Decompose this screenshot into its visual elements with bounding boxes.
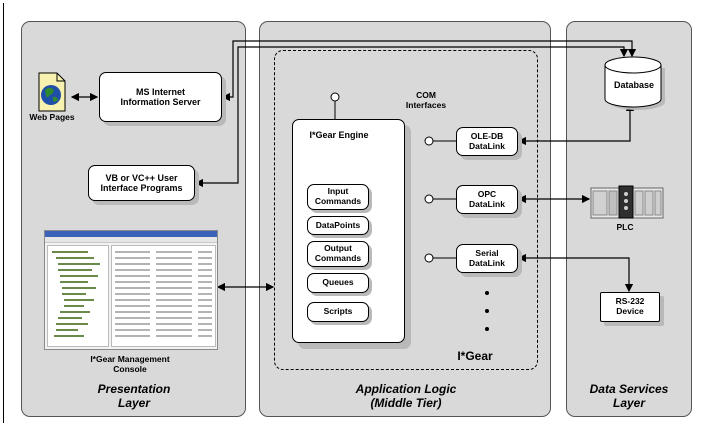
rs232-device-box: RS-232 Device <box>600 292 660 322</box>
oledb-database-arrow <box>517 102 635 146</box>
globe-icon <box>41 85 61 105</box>
database-vb-line <box>194 46 629 188</box>
scripts-box: Scripts <box>307 302 369 322</box>
database-cylinder-icon <box>599 55 671 111</box>
console-label: I*Gear Management Console <box>90 354 170 374</box>
plc-label: PLC <box>616 222 634 232</box>
serial-datalink-box: Serial DataLink <box>456 244 518 273</box>
queues-box: Queues <box>307 273 369 293</box>
web-page-icon <box>37 72 67 112</box>
com-interfaces-label: COM Interfaces <box>405 90 447 110</box>
database-iis-line <box>221 40 637 102</box>
input-commands-box: Input Commands <box>307 184 369 210</box>
data-services-layer-title: Data Services Layer <box>589 382 669 411</box>
database-label: Database <box>613 80 655 90</box>
datapoints-box: DataPoints <box>307 216 369 235</box>
web-pages-label: Web Pages <box>29 112 75 122</box>
com-interface-lollipop <box>330 92 340 102</box>
igear-brand-label: I*Gear <box>457 349 493 363</box>
iis-box: MS Internet Information Server <box>99 72 222 122</box>
plc-device-icon <box>590 184 664 220</box>
opc-datalink-box: OPC DataLink <box>456 185 518 214</box>
oledb-datalink-box: OLE-DB DataLink <box>456 127 518 156</box>
output-commands-box: Output Commands <box>307 241 369 267</box>
application-layer-title: Application Logic (Middle Tier) <box>355 382 457 411</box>
console-screenshot-icon <box>44 230 218 350</box>
presentation-layer-title: Presentation Layer <box>97 382 171 411</box>
diagram-frame <box>3 3 704 423</box>
serial-rs232-arrow <box>517 253 634 293</box>
vb-programs-box: VB or VC++ User Interface Programs <box>88 165 195 201</box>
engine-title: I*Gear Engine <box>309 130 369 140</box>
